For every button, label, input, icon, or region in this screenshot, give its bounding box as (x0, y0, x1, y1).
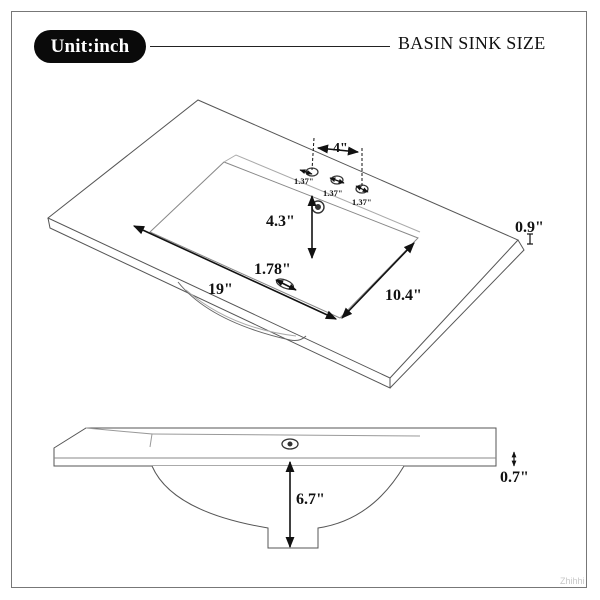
side-drain-icon (281, 438, 299, 450)
label-bowl-depth: 6.7" (296, 491, 325, 508)
dim-faucet-spacing (316, 144, 360, 156)
top-view-sink (47, 99, 525, 389)
side-slab (53, 427, 497, 467)
dim-bowl-length (132, 225, 338, 320)
label-deck-thickness: 0.9" (515, 219, 544, 236)
label-hole-a: 1.37" (294, 176, 314, 186)
label-overflow-size: 1.78" (254, 261, 291, 278)
dim-overflow (275, 279, 297, 291)
dim-hole-a (299, 169, 313, 175)
dim-bowl-width (341, 242, 415, 319)
dim-hole-c (355, 185, 369, 193)
label-faucet-spacing: 4" (333, 141, 348, 156)
dim-hole-b (329, 177, 345, 184)
top-slab-outline (47, 99, 519, 379)
label-drain-offset: 4.3" (266, 213, 295, 230)
label-lip-thickness: 0.7" (500, 469, 529, 486)
page-title: BASIN SINK SIZE (398, 33, 546, 53)
unit-badge: Unit:inch (34, 30, 146, 63)
label-bowl-length: 19" (208, 281, 233, 298)
label-hole-c: 1.37" (352, 197, 372, 207)
label-hole-b: 1.37" (323, 188, 343, 198)
side-bowl (151, 465, 405, 549)
header-rule (150, 46, 390, 47)
watermark: Zhihhi (560, 576, 585, 586)
label-bowl-width: 10.4" (385, 287, 422, 304)
side-view-sink (53, 427, 497, 549)
drain-icon (311, 200, 325, 214)
